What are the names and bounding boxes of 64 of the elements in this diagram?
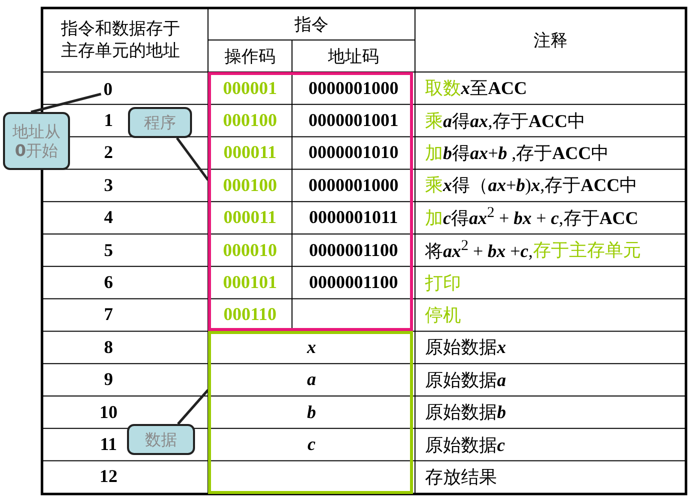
address-text: 4 (104, 207, 113, 228)
header-text: 操作码 (224, 46, 276, 68)
note-text: a得ax,存于ACC中 (443, 110, 586, 133)
note-text: 原始数据b (425, 401, 506, 424)
opcode-text: 000010 (223, 240, 277, 261)
header-text: 注释 (534, 30, 568, 52)
opcode-text: 000011 (223, 207, 276, 228)
highlight-frame (208, 72, 413, 332)
note-text: 将ax$^{2}$ + bx +c, (425, 238, 533, 263)
data-value-text: x (307, 336, 316, 358)
leader-line (177, 389, 209, 425)
header-text: 地址码 (328, 46, 379, 68)
note-text: 原始数据x (425, 336, 506, 360)
address-code-text: 0000001100 (308, 272, 398, 294)
data-value-text: b (307, 402, 316, 423)
opcode-text: 000110 (223, 304, 276, 326)
address-code-text: 0000001011 (308, 207, 398, 228)
address-text: 5 (104, 240, 113, 261)
address-text: 9 (104, 369, 113, 390)
leader-line (30, 92, 102, 114)
note-text: 存放结果 (425, 466, 497, 489)
address-code-text: 0000001010 (308, 142, 398, 164)
note-text: 加 (425, 142, 443, 165)
data-value-text: a (307, 369, 316, 390)
note-text: 打印 (425, 272, 461, 295)
note-text: 存于主存单元 (532, 239, 641, 262)
address-text: 0 (101, 78, 115, 100)
note-text: 加 (425, 206, 443, 230)
address-text: 11 (100, 434, 117, 456)
address-text: 7 (104, 304, 113, 326)
header-text: 指令 (294, 14, 328, 36)
note-text: 乘 (425, 174, 443, 198)
callout-bubble: 数据 (127, 424, 195, 455)
opcode-text: 000001 (223, 78, 277, 99)
address-text: 3 (104, 174, 113, 196)
note-text: x得（ax+b)x,存于ACC中 (443, 174, 638, 198)
note-text: x至ACC (461, 77, 527, 100)
note-text: 取数 (425, 77, 461, 100)
leader-line (176, 137, 209, 181)
data-value-text: c (308, 434, 316, 456)
address-text: 8 (104, 336, 113, 358)
address-code-text: 0000001000 (308, 78, 398, 99)
address-text: 6 (104, 272, 113, 294)
address-text: 1 (104, 110, 113, 132)
note-text: 乘 (425, 110, 443, 133)
address-code-text: 0000001001 (308, 110, 398, 132)
callout-bubble: 程序 (128, 107, 192, 138)
callout-bubble: 地址从0开始 (3, 112, 70, 170)
address-text: 12 (100, 466, 118, 488)
address-code-text: 0000001100 (308, 240, 398, 261)
address-text: 2 (104, 142, 113, 164)
note-text: 原始数据a (425, 368, 506, 392)
note-text: 原始数据c (425, 434, 505, 457)
header-text: 指令和数据存于主存单元的地址 (61, 18, 181, 62)
note-text: 停机 (425, 304, 461, 327)
address-code-text: 0000001000 (308, 174, 398, 196)
address-text: 10 (100, 402, 118, 423)
opcode-text: 000100 (223, 174, 277, 196)
opcode-text: 000011 (223, 142, 276, 164)
opcode-text: 000100 (223, 110, 277, 132)
opcode-text: 000101 (223, 272, 277, 294)
highlight-frame (208, 331, 413, 494)
note-text: c得ax$^{2}$ + bx + c,存于ACC (443, 205, 638, 230)
note-text: b得ax+b ,存于ACC中 (443, 142, 610, 165)
